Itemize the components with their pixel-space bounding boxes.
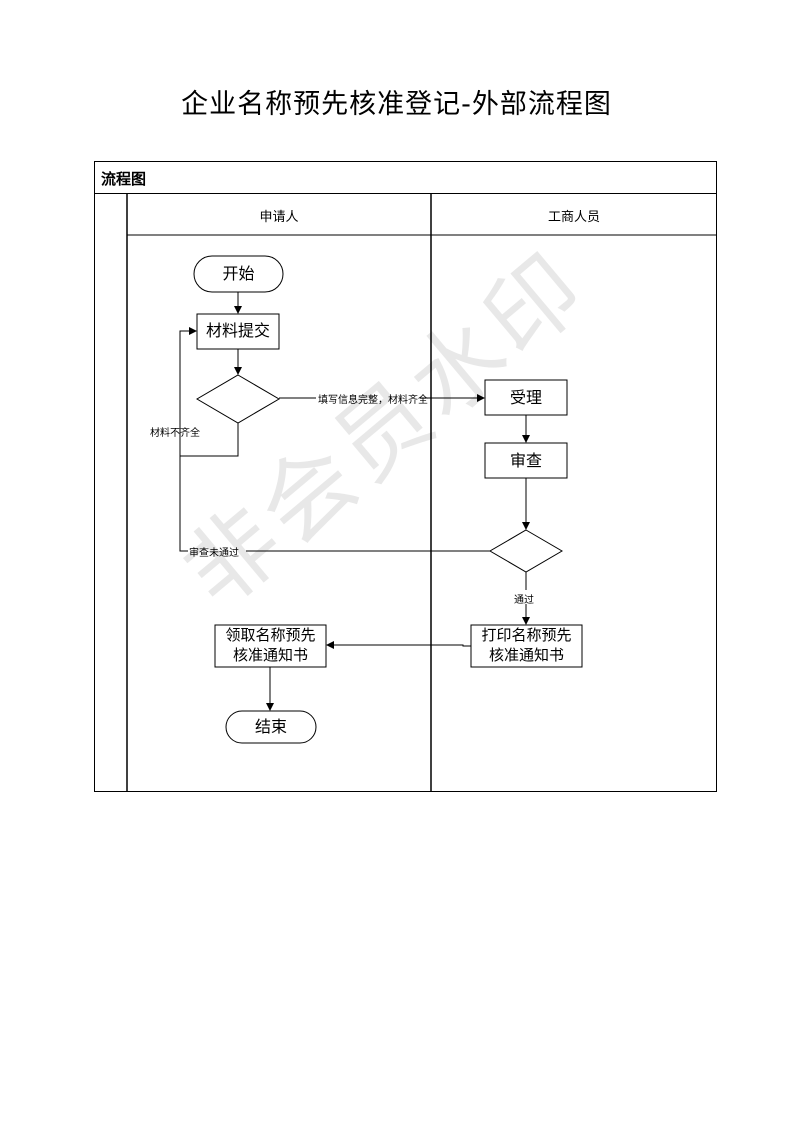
document-title: 企业名称预先核准登记-外部流程图: [181, 89, 612, 120]
accept-label: 受理: [509, 388, 542, 407]
collect-notice-line-1: 领取名称预先: [225, 626, 316, 644]
accept-node: [484, 379, 568, 416]
edge-failed-b: [179, 456, 188, 552]
collect-notice-node: [214, 624, 327, 668]
edge-label-incomplete: 材料不齐全: [150, 428, 200, 439]
start-label: 开始: [222, 264, 255, 283]
edge-label-passed: 通过: [514, 595, 534, 606]
check-decision: [196, 374, 280, 424]
print-notice-label: 打印名称预先 核准通知书: [471, 625, 582, 665]
flowchart-frame: 流程图: [94, 161, 717, 792]
submit-label: 材料提交: [205, 321, 270, 340]
print-notice-line-2: 核准通知书: [488, 646, 564, 664]
edge-label-review-failed: 审查未通过: [189, 548, 239, 559]
collect-notice-label: 领取名称预先 核准通知书: [215, 625, 326, 665]
lane-label-staff: 工商人员: [547, 210, 600, 225]
edge-print-collect: [326, 641, 471, 649]
print-notice-line-1: 打印名称预先: [481, 626, 572, 644]
end-node: [225, 710, 317, 744]
review-node: [484, 442, 568, 479]
edge-label-complete: 填写信息完整，材料齐全: [318, 395, 428, 406]
lane-label-applicant: 申请人: [259, 210, 299, 225]
review-label: 审查: [509, 451, 542, 470]
end-label: 结束: [254, 717, 287, 736]
print-notice-node: [470, 624, 583, 668]
review-decision: [489, 529, 563, 573]
collect-notice-line-2: 核准通知书: [232, 646, 308, 664]
flowchart-header: 流程图: [95, 162, 716, 194]
